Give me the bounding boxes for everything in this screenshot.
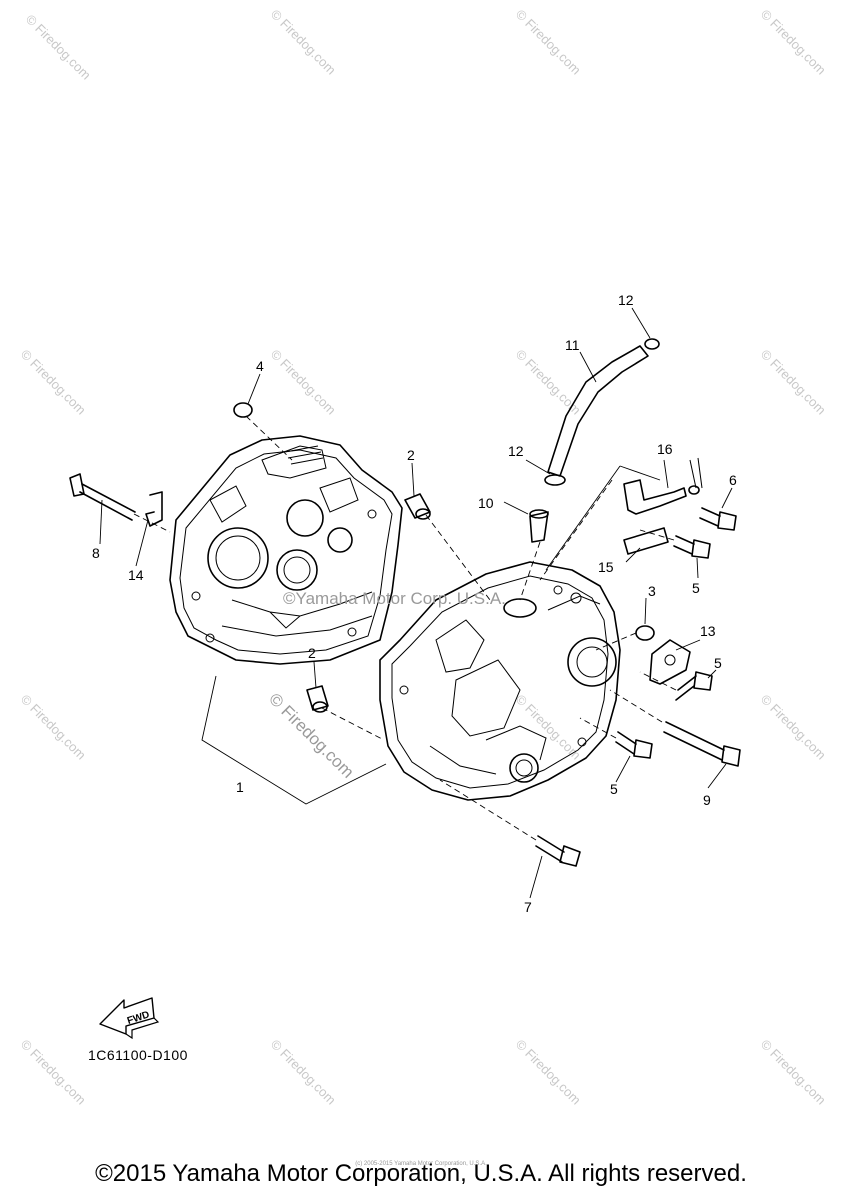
callout-6: 6 [729,472,737,488]
hose-11 [547,345,649,477]
bolt-8 [69,473,136,521]
clip-12-upper [644,338,660,350]
watermark: © Firedog.com [513,7,584,78]
watermark: © Firedog.com [758,692,829,763]
watermark: © Firedog.com [513,1037,584,1108]
callout-5-lower: 5 [610,781,618,797]
watermark: © Firedog.com [758,7,829,78]
diagram-code: 1C61100-D100 [88,1047,188,1063]
pipe-10 [529,509,549,543]
small-copyright: (c) 2005-2015 Yamaha Motor Corporation, … [355,1161,487,1167]
watermark: © Firedog.com [18,692,89,763]
dowel-pin-upper [404,493,431,520]
guide-13 [649,639,691,685]
dowel-pin-lower [306,685,329,713]
callout-5-middle: 5 [714,655,722,671]
callout-12-lower: 12 [508,443,524,459]
watermark: © Firedog.com [23,12,94,83]
callout-5-upper: 5 [692,580,700,596]
watermark: © Firedog.com [513,692,584,763]
callout-2-upper: 2 [407,447,415,463]
leader-lines [99,307,733,899]
callout-2-lower: 2 [308,645,316,661]
callout-12-upper: 12 [618,292,634,308]
watermark: © Firedog.com [268,7,339,78]
washer-3 [635,625,655,641]
callout-16: 16 [657,441,673,457]
callout-8: 8 [92,545,100,561]
bolt-9 [663,721,741,767]
bolt-5-upper [673,535,711,559]
watermark: © Firedog.com [268,1037,339,1108]
crankcase-right-drawing [379,561,621,801]
callout-3: 3 [648,583,656,599]
callout-13: 13 [700,623,716,639]
watermark-grid: © Firedog.com © Firedog.com © Firedog.co… [18,7,829,1108]
watermark: © Firedog.com [513,347,584,418]
bolt-7 [535,835,581,867]
wire-terminal [688,485,700,495]
wire [689,457,703,489]
callout-4: 4 [256,358,264,374]
callout-9: 9 [703,792,711,808]
clip-12-lower [544,474,566,486]
callout-11: 11 [565,337,580,353]
crankcase-left-drawing [169,435,403,665]
watermark: © Firedog.com [18,347,89,418]
stay-16 [623,479,687,515]
bolt-5-middle [675,671,713,701]
watermark: © Firedog.com [758,1037,829,1108]
callout-10: 10 [478,495,494,511]
clamp-14 [145,491,163,527]
yamaha-watermark: ©Yamaha Motor Corp. U.S.A. [283,589,506,608]
callout-14: 14 [128,567,144,583]
callout-15: 15 [598,559,614,575]
fwd-arrow-icon: FWD [99,997,160,1040]
bolt-5-lower [615,731,653,759]
plate-15 [623,527,669,555]
copyright-notice: ©2015 Yamaha Motor Corporation, U.S.A. A… [95,1160,747,1187]
washer-4 [233,402,253,418]
callout-1: 1 [236,779,244,795]
watermark: © Firedog.com [18,1037,89,1108]
watermark: © Firedog.com [758,347,829,418]
bolt-6 [699,507,737,531]
alignment-lines [133,415,677,841]
watermark: © Firedog.com [268,347,339,418]
callout-7: 7 [524,899,532,915]
callout-labels: 1 2 2 3 4 5 5 5 6 7 8 9 10 11 12 12 13 1… [92,292,737,915]
